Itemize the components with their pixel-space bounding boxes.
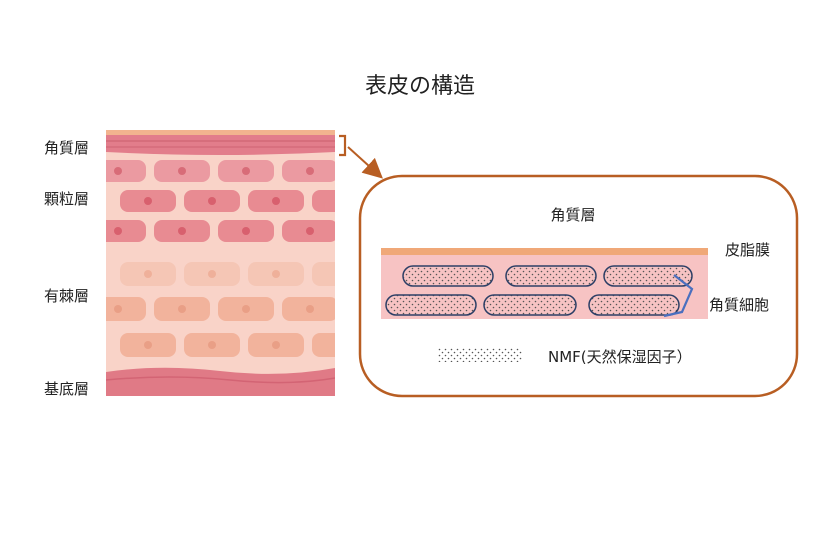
cell-nucleus: [144, 270, 152, 278]
cell-nucleus: [114, 227, 122, 235]
diagram-title: 表皮の構造: [364, 74, 475, 99]
corneocyte-cell: [505, 265, 597, 287]
sebum-membrane: [381, 248, 708, 255]
tissue-cell: [106, 297, 146, 321]
cell-nucleus: [242, 227, 250, 235]
cell-nucleus: [114, 305, 122, 313]
corneocyte-cell: [588, 294, 680, 316]
cell-nucleus: [178, 227, 186, 235]
cell-nucleus: [306, 167, 314, 175]
tissue-cell: [106, 220, 146, 242]
cell-nucleus: [306, 227, 314, 235]
cell-nucleus: [242, 167, 250, 175]
cell-nucleus: [208, 341, 216, 349]
cell-nucleus: [272, 197, 280, 205]
label-stratum-granulosum: 顆粒層: [44, 190, 90, 208]
nmf-legend-swatch: [438, 348, 522, 362]
corneocyte-cell: [385, 294, 477, 316]
cell-nucleus: [144, 341, 152, 349]
corneocyte-cell: [402, 265, 494, 287]
sebum-membrane-label: 皮脂膜: [725, 241, 770, 259]
tissue-section: [106, 130, 344, 396]
tissue-cell: [312, 333, 335, 357]
cell-nucleus: [272, 341, 280, 349]
cell-nucleus: [272, 270, 280, 278]
basale-line: [106, 376, 335, 384]
label-stratum-basale: 基底層: [44, 380, 90, 398]
cell-nucleus: [114, 167, 122, 175]
detail-heading: 角質層: [550, 206, 595, 224]
nmf-legend-label: NMF(天然保湿因子）: [548, 348, 692, 366]
cell-nucleus: [178, 305, 186, 313]
cell-nucleus: [306, 305, 314, 313]
corneocyte-label: 角質細胞: [709, 296, 769, 314]
tissue-cell: [312, 262, 335, 286]
corneocyte-cell: [603, 265, 693, 287]
tissue-sebum-line: [106, 130, 335, 135]
stratum-basale-band: [106, 367, 335, 396]
corneocytes: [385, 265, 693, 316]
zoom-arrow: [347, 146, 383, 179]
tissue-cell: [312, 190, 335, 212]
tissue-cell: [106, 160, 146, 182]
stratum-corneum-band: [106, 135, 335, 155]
label-stratum-corneum: 角質層: [44, 139, 90, 157]
label-stratum-spinosum: 有棘層: [44, 287, 90, 305]
cell-nucleus: [242, 305, 250, 313]
cell-nucleus: [144, 197, 152, 205]
cell-nucleus: [336, 270, 344, 278]
cell-nucleus: [208, 197, 216, 205]
cell-nucleus: [178, 167, 186, 175]
cell-nucleus: [336, 341, 344, 349]
cell-nucleus: [336, 197, 344, 205]
cell-nucleus: [208, 270, 216, 278]
corneum-bracket: [339, 134, 347, 157]
corneocyte-bracket: [663, 274, 694, 318]
corneocyte-cell: [483, 294, 577, 316]
